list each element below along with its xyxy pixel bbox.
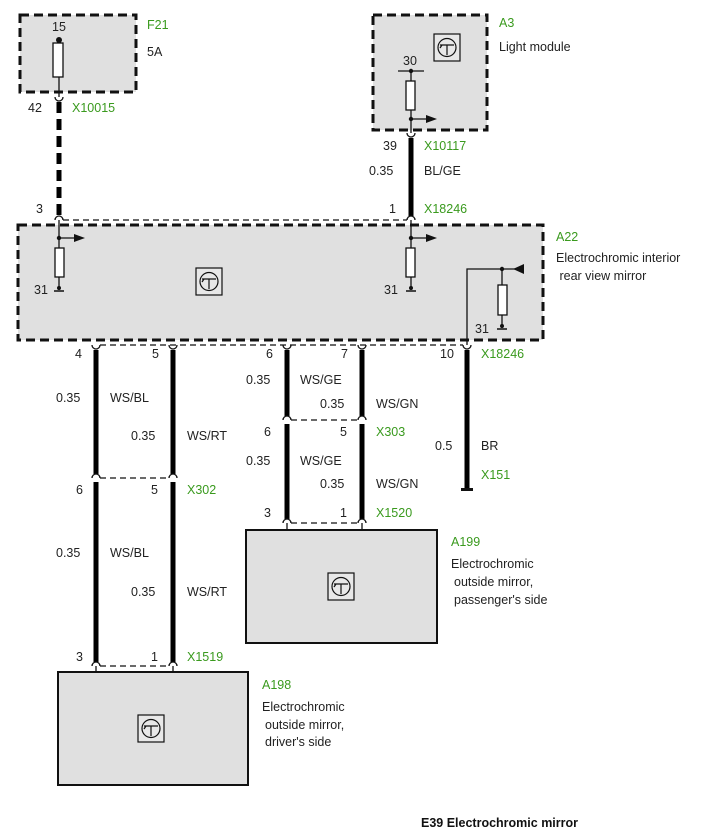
wire-size: 0.35 <box>131 429 155 443</box>
pin-label: 30 <box>403 54 417 68</box>
wire-color: WS/GE <box>300 373 342 387</box>
wire-size: 0.35 <box>369 164 393 178</box>
fuse-rating: 5A <box>147 45 163 59</box>
pin-label: 1 <box>389 202 396 216</box>
pin-label: 6 <box>264 425 271 439</box>
ground-label: 31 <box>34 283 48 297</box>
component-id: A22 <box>556 230 578 244</box>
component-name: Electrochromic <box>451 557 534 571</box>
pin-label: 6 <box>76 483 83 497</box>
connector-id: X302 <box>187 483 216 497</box>
diagram-title: E39 Electrochromic mirror <box>421 816 578 830</box>
wire-size: 0.35 <box>56 391 80 405</box>
pin-label: 5 <box>151 483 158 497</box>
wire-color: WS/GN <box>376 397 418 411</box>
component-name: Electrochromic interior <box>556 251 680 265</box>
component-id: A198 <box>262 678 291 692</box>
component-id: A3 <box>499 16 514 30</box>
wire-color: WS/RT <box>187 429 227 443</box>
wire-size: 0.35 <box>320 477 344 491</box>
pin-label: 4 <box>75 347 82 361</box>
component-name: outside mirror, <box>454 575 533 589</box>
component-id: F21 <box>147 18 169 32</box>
pin-label: 3 <box>36 202 43 216</box>
wire-color: BL/GE <box>424 164 461 178</box>
wire-color: WS/BL <box>110 546 149 560</box>
connector-id: X1520 <box>376 506 412 520</box>
wire-color: WS/GE <box>300 454 342 468</box>
ground-label: 31 <box>384 283 398 297</box>
connector-id: X10015 <box>72 101 115 115</box>
wire-color: WS/RT <box>187 585 227 599</box>
component-name: passenger's side <box>454 593 547 607</box>
control-unit-icon <box>433 33 461 62</box>
pin-label: 6 <box>266 347 273 361</box>
passenger-mirror-a199: A199 Electrochromic outside mirror, pass… <box>245 529 547 644</box>
connector-id: X10117 <box>424 139 466 153</box>
component-name: outside mirror, <box>265 718 344 732</box>
pin-label: 10 <box>440 347 454 361</box>
pin-label: 5 <box>340 425 347 439</box>
component-name: Electrochromic <box>262 700 345 714</box>
driver-mirror-a198: A198 Electrochromic outside mirror, driv… <box>57 671 345 786</box>
component-name: Light module <box>499 40 571 54</box>
ground-label: 31 <box>475 322 489 336</box>
arrow-icon <box>426 115 437 123</box>
ground-icon <box>461 488 473 491</box>
pin-label: 7 <box>341 347 348 361</box>
control-unit-icon <box>195 267 223 296</box>
wire-size: 0.35 <box>56 546 80 560</box>
connector-id: X303 <box>376 425 405 439</box>
pin-label: 39 <box>383 139 397 153</box>
control-unit-icon <box>327 572 355 601</box>
pin-label: 5 <box>152 347 159 361</box>
wire-size: 0.35 <box>131 585 155 599</box>
pin-label: 42 <box>28 101 42 115</box>
pin-label: 1 <box>340 506 347 520</box>
fuse-f21: 15 F21 5A <box>18 13 169 97</box>
pin-label: 15 <box>52 20 66 34</box>
connector-id: X18246 <box>481 347 524 361</box>
fuse-icon <box>52 42 64 78</box>
pin-label: 1 <box>151 650 158 664</box>
wire-size: 0.35 <box>320 397 344 411</box>
component-name: rear view mirror <box>556 269 646 283</box>
component-name: driver's side <box>265 735 331 749</box>
component-id: A199 <box>451 535 480 549</box>
interior-mirror-a22: 31 31 31 A22 Electrochromic interior rea… <box>16 215 680 345</box>
wire-color: BR <box>481 439 498 453</box>
pin-label: 3 <box>264 506 271 520</box>
light-module-a3: 30 A3 Light module <box>371 13 571 133</box>
connector-id: X151 <box>481 468 510 482</box>
wire-size: 0.35 <box>246 454 270 468</box>
wire-size: 0.5 <box>435 439 452 453</box>
resistor-icon <box>405 80 416 111</box>
wire-color: WS/BL <box>110 391 149 405</box>
wire-color: WS/GN <box>376 477 418 491</box>
control-unit-icon <box>137 714 165 743</box>
wire-size: 0.35 <box>246 373 270 387</box>
connector-id: X1519 <box>187 650 223 664</box>
connector-id: X18246 <box>424 202 467 216</box>
pin-label: 3 <box>76 650 83 664</box>
